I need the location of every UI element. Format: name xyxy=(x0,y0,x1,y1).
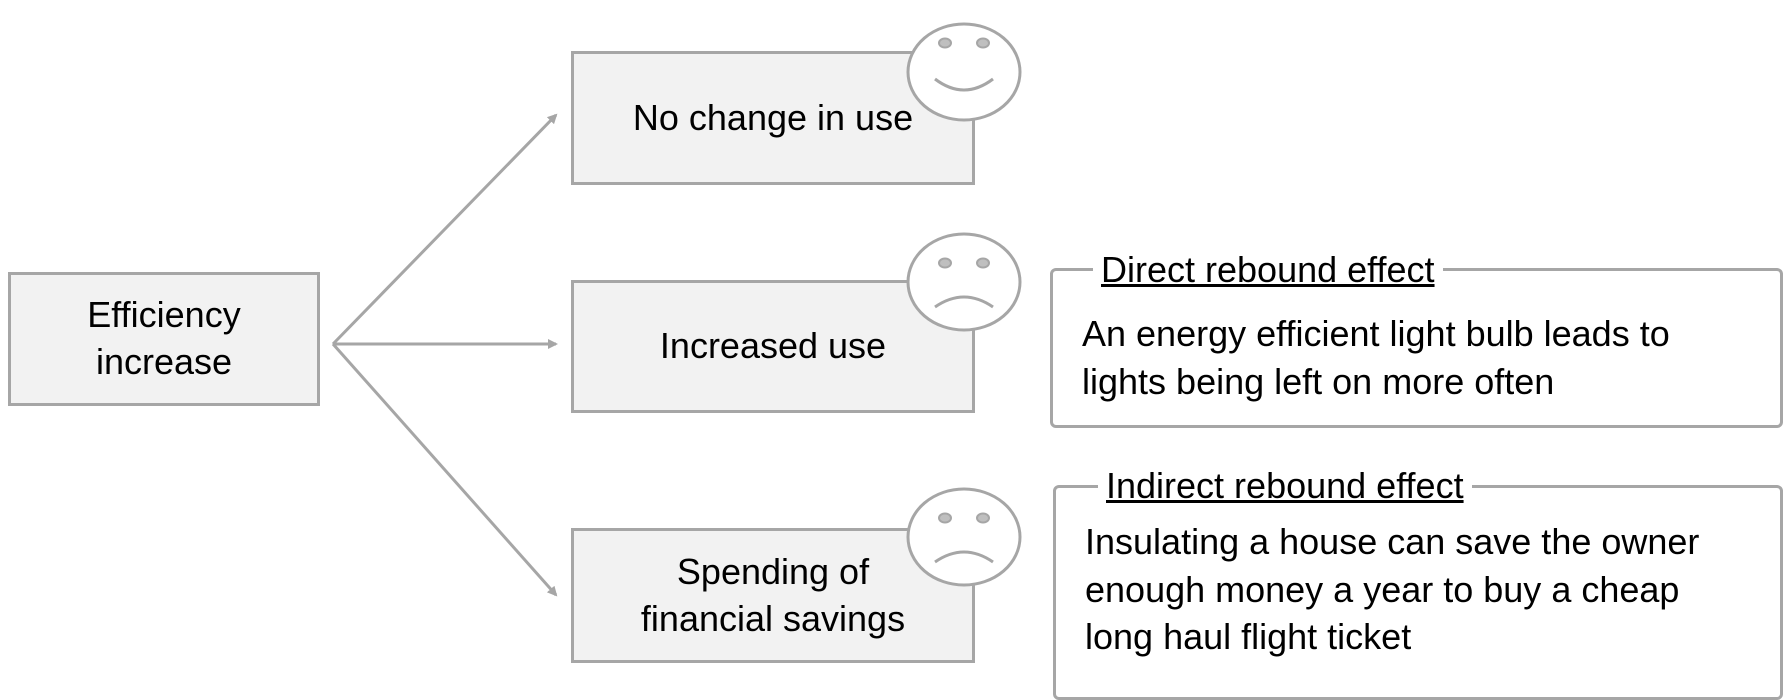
source-line-2: increase xyxy=(95,341,233,382)
example-line: long haul flight ticket xyxy=(1085,616,1412,658)
spending-of-financial-savings-box: Spending of financial savings xyxy=(571,528,975,663)
direct-rebound-effect-panel xyxy=(1050,268,1783,428)
example-line: enough money a year to buy a cheap xyxy=(1085,568,1680,610)
indirect-rebound-effect-title: Indirect rebound effect xyxy=(1098,468,1472,504)
outcome-label-line-1: Spending of xyxy=(676,550,870,592)
arrow-to-spending xyxy=(331,343,558,597)
efficiency-increase-box: Efficiency increase xyxy=(8,272,320,406)
indirect-rebound-effect-example: Insulating a house can save the owner en… xyxy=(1085,518,1699,661)
example-line: An energy efficient light bulb leads to xyxy=(1082,313,1670,354)
outcome-label-line-2: financial savings xyxy=(640,597,906,639)
source-line-1: Efficiency xyxy=(87,294,241,336)
example-line: Insulating a house can save the owner xyxy=(1085,521,1700,562)
outcome-label: No change in use xyxy=(632,96,914,138)
frowning-face-icon xyxy=(906,487,1022,587)
increased-use-box: Increased use xyxy=(571,280,975,413)
indirect-rebound-effect-panel xyxy=(1053,485,1783,700)
outcome-label: Increased use xyxy=(659,325,887,367)
direct-rebound-effect-title: Direct rebound effect xyxy=(1093,252,1443,288)
frowning-face-icon xyxy=(906,232,1022,332)
example-line: lights being left on more often xyxy=(1082,360,1555,402)
smiling-face-icon xyxy=(906,22,1022,122)
arrow-to-no-change xyxy=(331,113,558,346)
direct-rebound-effect-example: An energy efficient light bulb leads to … xyxy=(1082,310,1670,405)
